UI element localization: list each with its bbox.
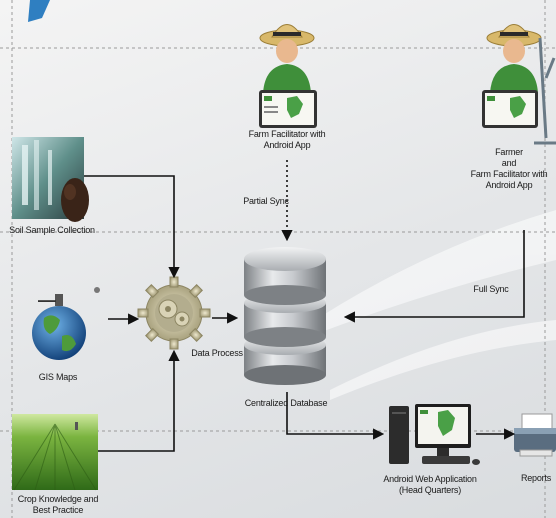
farmer-icon [486,24,542,93]
reports-label: Reports [520,473,552,483]
farmer-label: Farmer and Farm Facilitator with Android… [470,147,548,190]
farm-facilitator-figure [259,24,317,128]
decorative-dot [94,287,100,293]
centralized-database-label: Centralized Database [244,398,328,408]
gis-maps-label: GIS Maps [38,372,78,382]
soil-sample-image [12,137,89,222]
data-process-label: Data Process [191,348,243,358]
svg-text:▬▬▬: ▬▬▬ [38,298,56,304]
gear-icon [137,276,211,350]
arrow-database-to-webapp [286,392,385,440]
robot-figure-icon [534,37,556,145]
crop-field-image [12,414,98,491]
farm-facilitator-label: Farm Facilitator with Android App [248,129,326,150]
printer-icon [514,413,556,457]
arrow-crop-to-process [98,349,180,452]
flow-arrows [84,160,525,452]
partial-sync-label: Partial Sync [243,196,289,206]
corner-decoration [28,0,50,22]
desktop-computer-icon [389,404,480,465]
web-application-label: Android Web Application (Head Quarters) [383,474,477,495]
soil-sample-label: Soil Sample Collection [9,225,95,235]
arrow-full-sync [343,230,525,323]
database-icon [244,247,326,385]
tablet-icon [259,90,317,128]
globe-icon: ▬▬▬ [32,294,86,360]
arrow-soil-to-process [84,175,180,279]
farmer-icon [259,24,315,93]
background-light-streaks [300,210,556,400]
tablet-icon [482,90,538,128]
full-sync-label: Full Sync [473,284,509,294]
crop-knowledge-label: Crop Knowledge and Best Practice [17,494,99,515]
farmer-figure [482,24,556,145]
